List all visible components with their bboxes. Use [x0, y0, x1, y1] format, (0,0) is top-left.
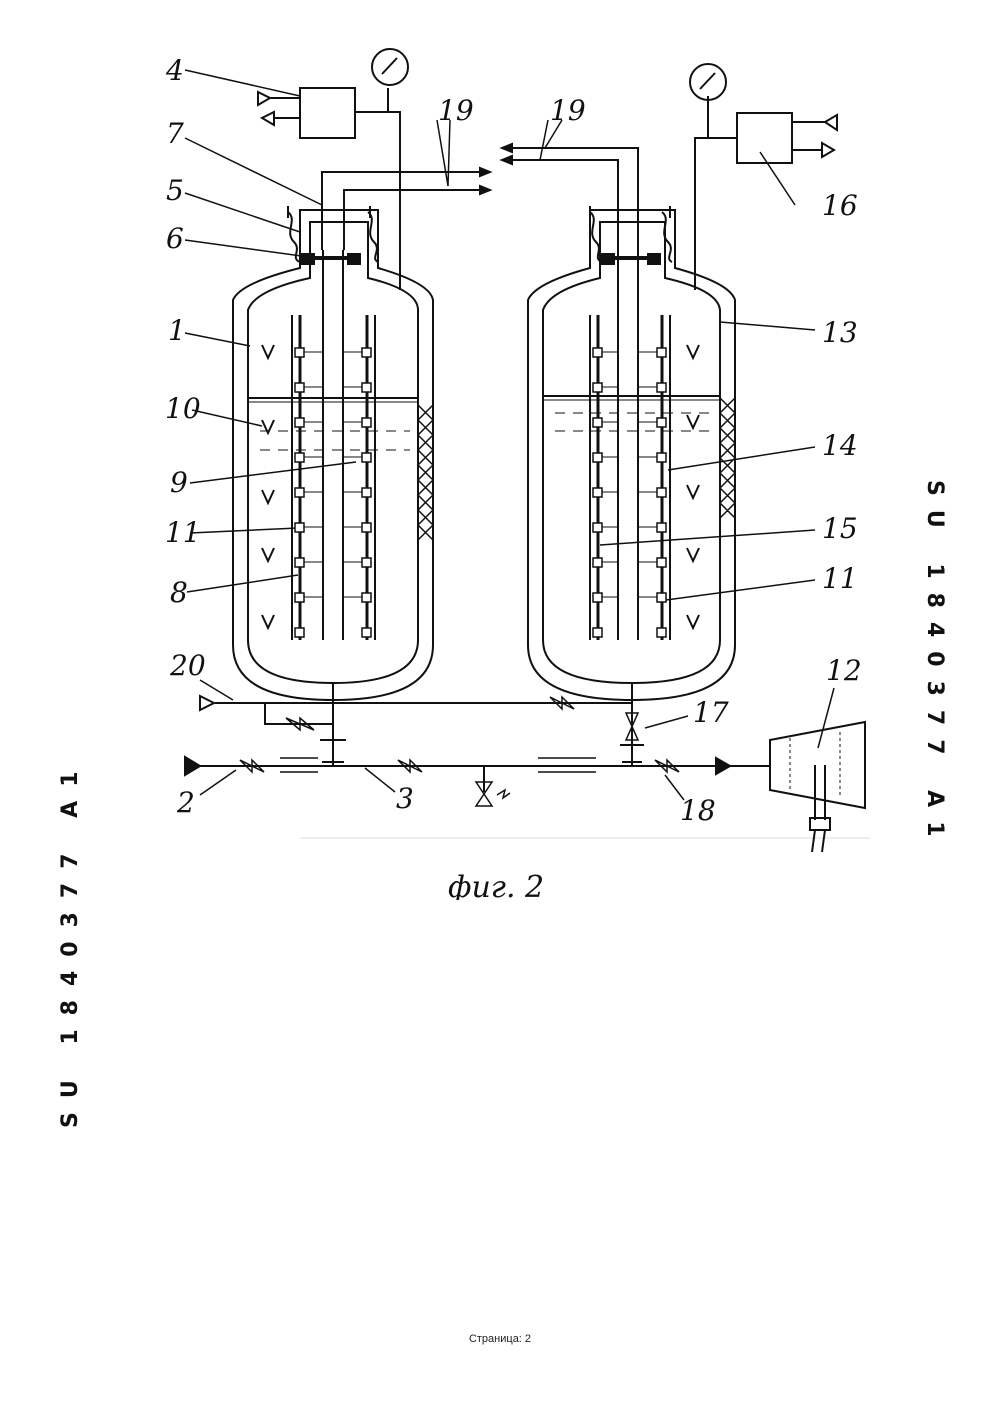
label-11-right: 11	[822, 562, 858, 595]
reference-numerals: 4 7 5 6 1 10 9 11 8 19 19 16 13 14 15 11…	[165, 54, 862, 827]
patent-number-right: SU 1840377 A1	[922, 480, 947, 851]
label-4: 4	[165, 54, 184, 87]
label-12: 12	[826, 654, 862, 687]
label-13: 13	[822, 316, 858, 349]
label-20: 20	[169, 649, 206, 682]
gas-unit-4	[300, 88, 355, 138]
label-9: 9	[170, 466, 188, 499]
label-1: 1	[168, 314, 186, 347]
label-5: 5	[166, 174, 184, 207]
label-18: 18	[680, 794, 716, 827]
label-15: 15	[822, 512, 858, 545]
label-19-left: 19	[438, 94, 474, 127]
label-10: 10	[165, 392, 201, 425]
label-16: 16	[822, 189, 858, 222]
patent-figure-2: 4 7 5 6 1 10 9 11 8 19 19 16 13 14 15 11…	[0, 0, 1000, 900]
electrode-links	[304, 352, 657, 597]
figure-caption: фиг. 2	[448, 870, 544, 900]
label-11-left: 11	[165, 516, 201, 549]
page-number: Страница: 2	[0, 1333, 1000, 1345]
label-19-right: 19	[550, 94, 586, 127]
patent-number-left: SU 1840377 A1	[58, 757, 83, 1128]
gas-unit-16	[737, 113, 792, 163]
label-2: 2	[176, 786, 195, 819]
label-14: 14	[822, 429, 858, 462]
label-3: 3	[396, 782, 414, 815]
label-8: 8	[170, 576, 188, 609]
label-17: 17	[693, 696, 729, 729]
label-6: 6	[166, 222, 184, 255]
right-vessel	[510, 64, 735, 700]
label-7: 7	[166, 117, 184, 150]
